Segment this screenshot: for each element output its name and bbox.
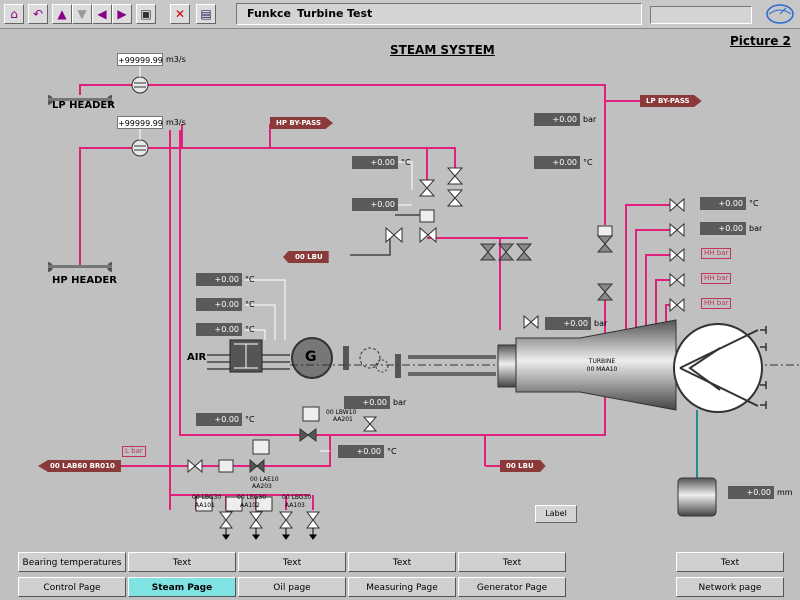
drain-3-label: 00 LBG30	[282, 494, 312, 501]
reading-v4-unit: °C	[583, 158, 593, 167]
drain-1-label: 00 LBG30	[192, 494, 222, 501]
reading-b1-unit: °C	[245, 415, 255, 424]
save-icon[interactable]: ▣	[136, 4, 156, 24]
nav-steam-page[interactable]: Steam Page	[128, 577, 236, 597]
valve-lae10-id: AA203	[252, 483, 272, 490]
reading-g2: +0.00	[196, 298, 242, 311]
hh-alarm-3: HH bar	[701, 298, 732, 309]
lbu-tag-lower[interactable]: 00 LBU	[500, 460, 546, 472]
reading-r1-unit: °C	[749, 199, 759, 208]
nav-network-page[interactable]: Network page	[676, 577, 784, 597]
arrow-up-icon[interactable]: ▲	[52, 4, 72, 24]
hp-flow-value: +99999.99	[117, 116, 163, 129]
nav-text-5[interactable]: Text	[676, 552, 784, 572]
lab60-tag[interactable]: 00 LAB60 BR010	[38, 460, 121, 472]
valve-lbw10-id: AA201	[333, 416, 353, 423]
reading-b1: +0.00	[196, 413, 242, 426]
drain-2-id: AA102	[240, 502, 260, 509]
nav-text-4[interactable]: Text	[458, 552, 566, 572]
arrow-right-icon[interactable]: ▶	[112, 4, 132, 24]
nav-text-2[interactable]: Text	[238, 552, 346, 572]
toolbar: ⌂ ↶ ▲ ▼ ◀ ▶ ▣ ✕ ▤ Funkce Turbine Test	[0, 0, 800, 29]
turbine-id: 00 MAA10	[586, 366, 618, 373]
status-field	[650, 6, 752, 24]
picture-label: Picture 2	[730, 34, 791, 48]
drain-3-id: AA103	[285, 502, 305, 509]
nav-control-page[interactable]: Control Page	[18, 577, 126, 597]
menu-item-test[interactable]: Test	[347, 7, 373, 20]
hp-bypass-tag[interactable]: HP BY-PASS	[270, 117, 333, 129]
menu-item-turbine[interactable]: Turbine	[297, 7, 344, 20]
nav-oil-page[interactable]: Oil page	[238, 577, 346, 597]
generator-group	[229, 337, 800, 379]
disabled-cross-icon[interactable]: ✕	[170, 4, 190, 24]
reading-v2: +0.00	[352, 198, 398, 211]
nav-text-3[interactable]: Text	[348, 552, 456, 572]
page-title: STEAM SYSTEM	[390, 43, 495, 57]
nav-bearing-trend[interactable]: Bearing temperatures trend	[18, 552, 126, 588]
nav-measuring-page[interactable]: Measuring Page	[348, 577, 456, 597]
arrow-down-icon[interactable]: ▼	[72, 4, 92, 24]
reading-v1: +0.00	[352, 156, 398, 169]
turbine-label: TURBINE	[588, 358, 616, 365]
label-button[interactable]: Label	[535, 505, 577, 523]
reading-v3-unit: bar	[583, 115, 597, 124]
hp-header-label: HP HEADER	[52, 275, 117, 286]
hp-flow-unit: m3/s	[166, 118, 186, 127]
air-label: AIR	[187, 352, 207, 363]
reading-b2-unit: bar	[393, 398, 407, 407]
valve-lae10-label: 00 LAE10	[250, 476, 279, 483]
nav-generator-page[interactable]: Generator Page	[458, 577, 566, 597]
reading-level: +0.00	[728, 486, 774, 499]
reading-g1: +0.00	[196, 273, 242, 286]
home-icon[interactable]: ⌂	[4, 4, 24, 24]
menu-bar: Funkce Turbine Test	[236, 3, 642, 25]
reading-b3-unit: °C	[387, 447, 397, 456]
monitor-icon[interactable]: ▤	[196, 4, 216, 24]
arrow-left-icon[interactable]: ◀	[92, 4, 112, 24]
reading-r1: +0.00	[700, 197, 746, 210]
menu-item-funkce[interactable]: Funkce	[247, 7, 291, 20]
reading-turbine-bar-unit: bar	[594, 319, 608, 328]
reading-r2: +0.00	[700, 222, 746, 235]
reading-level-unit: mm	[777, 488, 793, 497]
lp-header-label: LP HEADER	[52, 100, 115, 111]
reading-g1-unit: °C	[245, 275, 255, 284]
reading-b2: +0.00	[344, 396, 390, 409]
valve-lbw10-label: 00 LBW10	[326, 409, 357, 416]
lp-flow-unit: m3/s	[166, 55, 186, 64]
lp-bypass-tag[interactable]: LP BY-PASS	[640, 95, 702, 107]
nav-text-1[interactable]: Text	[128, 552, 236, 572]
drain-1-id: AA101	[195, 502, 215, 509]
reading-v1-unit: °C	[401, 158, 411, 167]
reading-v4: +0.00	[534, 156, 580, 169]
reading-g2-unit: °C	[245, 300, 255, 309]
l-bar-alarm: L bar	[122, 446, 146, 457]
hh-alarm-2: HH bar	[701, 273, 732, 284]
reading-turbine-bar: +0.00	[545, 317, 591, 330]
lp-flow-value: +99999.99	[117, 53, 163, 66]
reading-g3-unit: °C	[245, 325, 255, 334]
reading-r2-unit: bar	[749, 224, 763, 233]
undo-icon[interactable]: ↶	[28, 4, 48, 24]
reading-b3: +0.00	[338, 445, 384, 458]
reading-g3: +0.00	[196, 323, 242, 336]
gauge-logo-icon	[766, 4, 794, 24]
lbu-tag-upper[interactable]: 00 LBU	[283, 251, 329, 263]
drain-2-label: 00 LBG30	[237, 494, 267, 501]
generator-label: G	[305, 349, 317, 365]
hh-alarm-1: HH bar	[701, 248, 732, 259]
reading-v3: +0.00	[534, 113, 580, 126]
